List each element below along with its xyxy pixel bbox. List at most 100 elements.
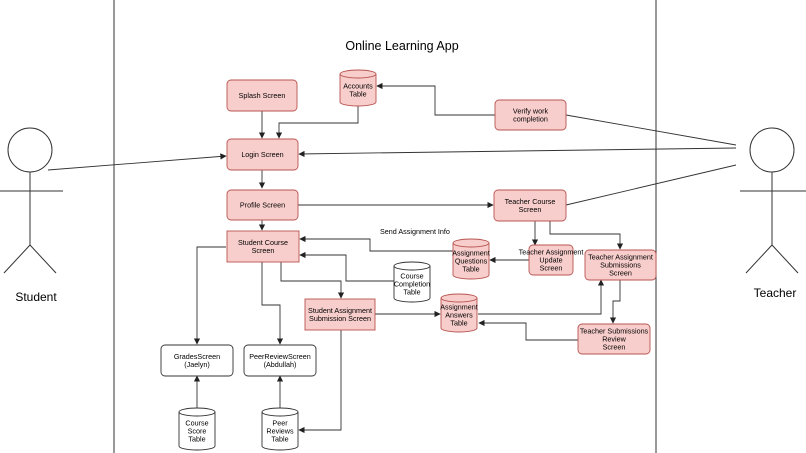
edge-answers-to-submissions <box>478 279 605 315</box>
edge-completion-to-student-course <box>299 251 394 282</box>
course-completion-cylinder-rim <box>393 265 431 271</box>
login-screen[interactable]: Login Screen <box>226 138 299 171</box>
peer-reviews-cylinder-body <box>261 407 299 451</box>
grades-screen[interactable]: GradesScreen(Jaelyn) <box>160 344 234 377</box>
accounts-line: Table <box>349 90 366 99</box>
accounts-cylinder-rim <box>339 73 377 79</box>
edge-submission-to-peer-reviews <box>298 330 342 434</box>
teacher-assignment-submissions-line: Teacher Assignment <box>588 253 653 262</box>
course-score-line: Course <box>185 419 208 428</box>
assignment-questions-line: Questions <box>455 257 488 266</box>
edge-submissions-to-review <box>609 280 621 324</box>
student-assignment-submission-line: Submission Screen <box>309 314 371 323</box>
teacher-submissions-review-box <box>577 323 651 355</box>
profile-box <box>226 189 299 221</box>
edge-label-send-assignment-info: Send Assignment Info <box>380 227 450 236</box>
student-actor <box>0 127 63 274</box>
teacher-assignment-submissions-line: Screen <box>609 269 632 278</box>
teacher-submissions-review-line: Teacher Submissions <box>580 327 649 336</box>
grades-line: GradesScreen <box>174 352 220 361</box>
verify-work-box <box>494 99 567 131</box>
teacher-course-box <box>493 189 567 222</box>
grades-line: (Jaelyn) <box>184 360 210 369</box>
peer-reviews-cylinder-rim <box>261 411 299 417</box>
peer-review-screen[interactable]: PeerReviewScreen(Abdullah) <box>243 344 317 377</box>
teacher-assignment-update-line: Screen <box>540 264 563 273</box>
edge-accounts-to-login <box>275 104 359 139</box>
edge-teacher-course-to-submissions <box>549 221 624 250</box>
teacher-label: Teacher <box>754 286 797 300</box>
assignment-answers-cylinder-rim <box>440 297 478 303</box>
edge-student-course-to-grades <box>193 246 226 345</box>
teacher-assignment-update-line: Teacher Assignment <box>519 248 584 257</box>
course-score-line: Table <box>188 435 205 444</box>
assignment-questions-line: Table <box>462 265 479 274</box>
course-score-cylinder-rim <box>178 411 216 417</box>
profile-line: Profile Screen <box>240 201 285 210</box>
edge-student-course-to-peer <box>261 262 284 345</box>
peer-review-box <box>243 344 317 377</box>
verify-work-line: Verify work <box>513 107 549 116</box>
student-label: Student <box>15 290 57 304</box>
edge-review-to-answers <box>478 319 578 341</box>
splash-screen[interactable]: Splash Screen <box>226 79 298 112</box>
login-line: Login Screen <box>241 150 283 159</box>
student-course-box <box>226 230 300 263</box>
peer-review-line: PeerReviewScreen <box>249 352 311 361</box>
teacher-assignment-submissions-line: Submissions <box>600 261 641 270</box>
login-box <box>226 138 299 171</box>
student-course-line: Screen <box>252 246 275 255</box>
assignment-questions-cylinder-rim <box>452 242 490 248</box>
splash-line: Splash Screen <box>239 91 286 100</box>
teacher-submissions-review-line: Review <box>602 335 626 344</box>
peer-reviews-line: Peer <box>272 419 288 428</box>
student-assignment-submission-box <box>304 298 376 331</box>
splash-box <box>226 79 298 112</box>
course-completion-cylinder-body <box>393 261 431 303</box>
course-completion-line: Completion <box>394 280 430 289</box>
edge-questions-to-student-course <box>299 235 453 252</box>
accounts-line: Accounts <box>343 82 373 91</box>
assignment-answers-line: Answers <box>445 311 473 320</box>
teacher-head <box>749 127 795 173</box>
course-completion-line: Course <box>400 272 423 281</box>
assignment-questions-cylinder-body <box>452 238 490 280</box>
teacher-assignment-submissions-box <box>584 249 657 281</box>
assignment-answers-line: Table <box>450 319 467 328</box>
course-completion-line: Table <box>403 288 420 297</box>
peer-reviews-line: Reviews <box>266 427 294 436</box>
teacher-assignment-update-box <box>528 244 574 276</box>
edge-teacher-to-teacher-course <box>565 164 737 206</box>
edge-student-course-to-submission <box>280 262 345 299</box>
assignment-questions-line: Assignment <box>452 249 490 258</box>
grades-box <box>160 344 234 377</box>
verify-work-line: completion <box>513 115 548 124</box>
profile-screen[interactable]: Profile Screen <box>226 189 299 221</box>
edge-teacher-to-verify <box>565 114 737 146</box>
teacher-assignment-update-line: Update <box>539 256 562 265</box>
system-boundary <box>113 0 657 453</box>
edge-student-to-login <box>47 153 227 171</box>
accounts-cylinder-body <box>339 69 377 107</box>
peer-review-line: (Abdullah) <box>264 360 297 369</box>
edge-teacher-to-login <box>298 147 737 158</box>
student-course-line: Student Course <box>238 238 288 247</box>
connectors <box>47 82 737 434</box>
assignment-answers-line: Assignment <box>440 303 478 312</box>
assignment-answers-cylinder-body <box>440 293 478 333</box>
student-assignment-submission-line: Student Assignment <box>308 306 372 315</box>
diagram-title: Online Learning App <box>345 39 458 53</box>
